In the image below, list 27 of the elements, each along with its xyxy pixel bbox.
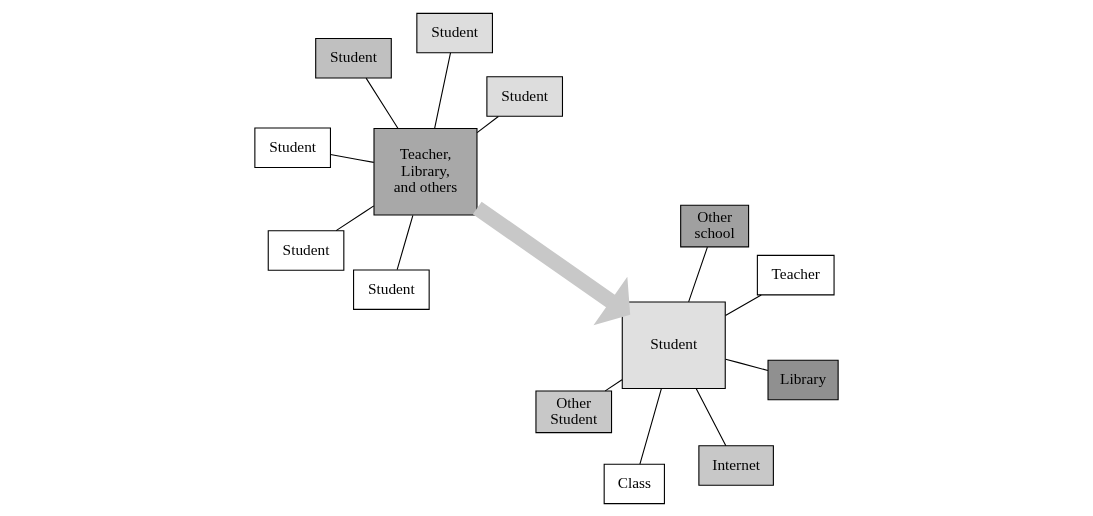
connector	[725, 358, 769, 371]
node-box: Teacher	[756, 254, 835, 295]
node-box: Student	[267, 229, 345, 271]
node-box: Internet	[698, 444, 774, 486]
node-box: Teacher, Library, and others	[373, 127, 478, 216]
node-box: Student	[315, 37, 392, 79]
connector	[639, 387, 662, 465]
node-box: Student	[353, 268, 430, 310]
connector	[365, 77, 399, 129]
connector	[724, 293, 762, 316]
connector	[335, 204, 375, 231]
node-box: Library	[767, 359, 839, 400]
arrow	[472, 201, 631, 325]
node-box: Other Student	[535, 389, 613, 433]
node-box: Other school	[680, 204, 750, 247]
node-box: Student	[621, 300, 726, 389]
connector	[396, 214, 414, 270]
node-box: Class	[603, 463, 665, 504]
connector	[476, 115, 499, 133]
connector	[604, 378, 623, 391]
connector	[695, 387, 727, 446]
connector	[434, 51, 452, 129]
connector	[688, 246, 708, 302]
connector	[329, 153, 375, 163]
node-box: Student	[416, 12, 493, 53]
node-box: Student	[254, 126, 331, 168]
node-box: Student	[486, 75, 564, 117]
